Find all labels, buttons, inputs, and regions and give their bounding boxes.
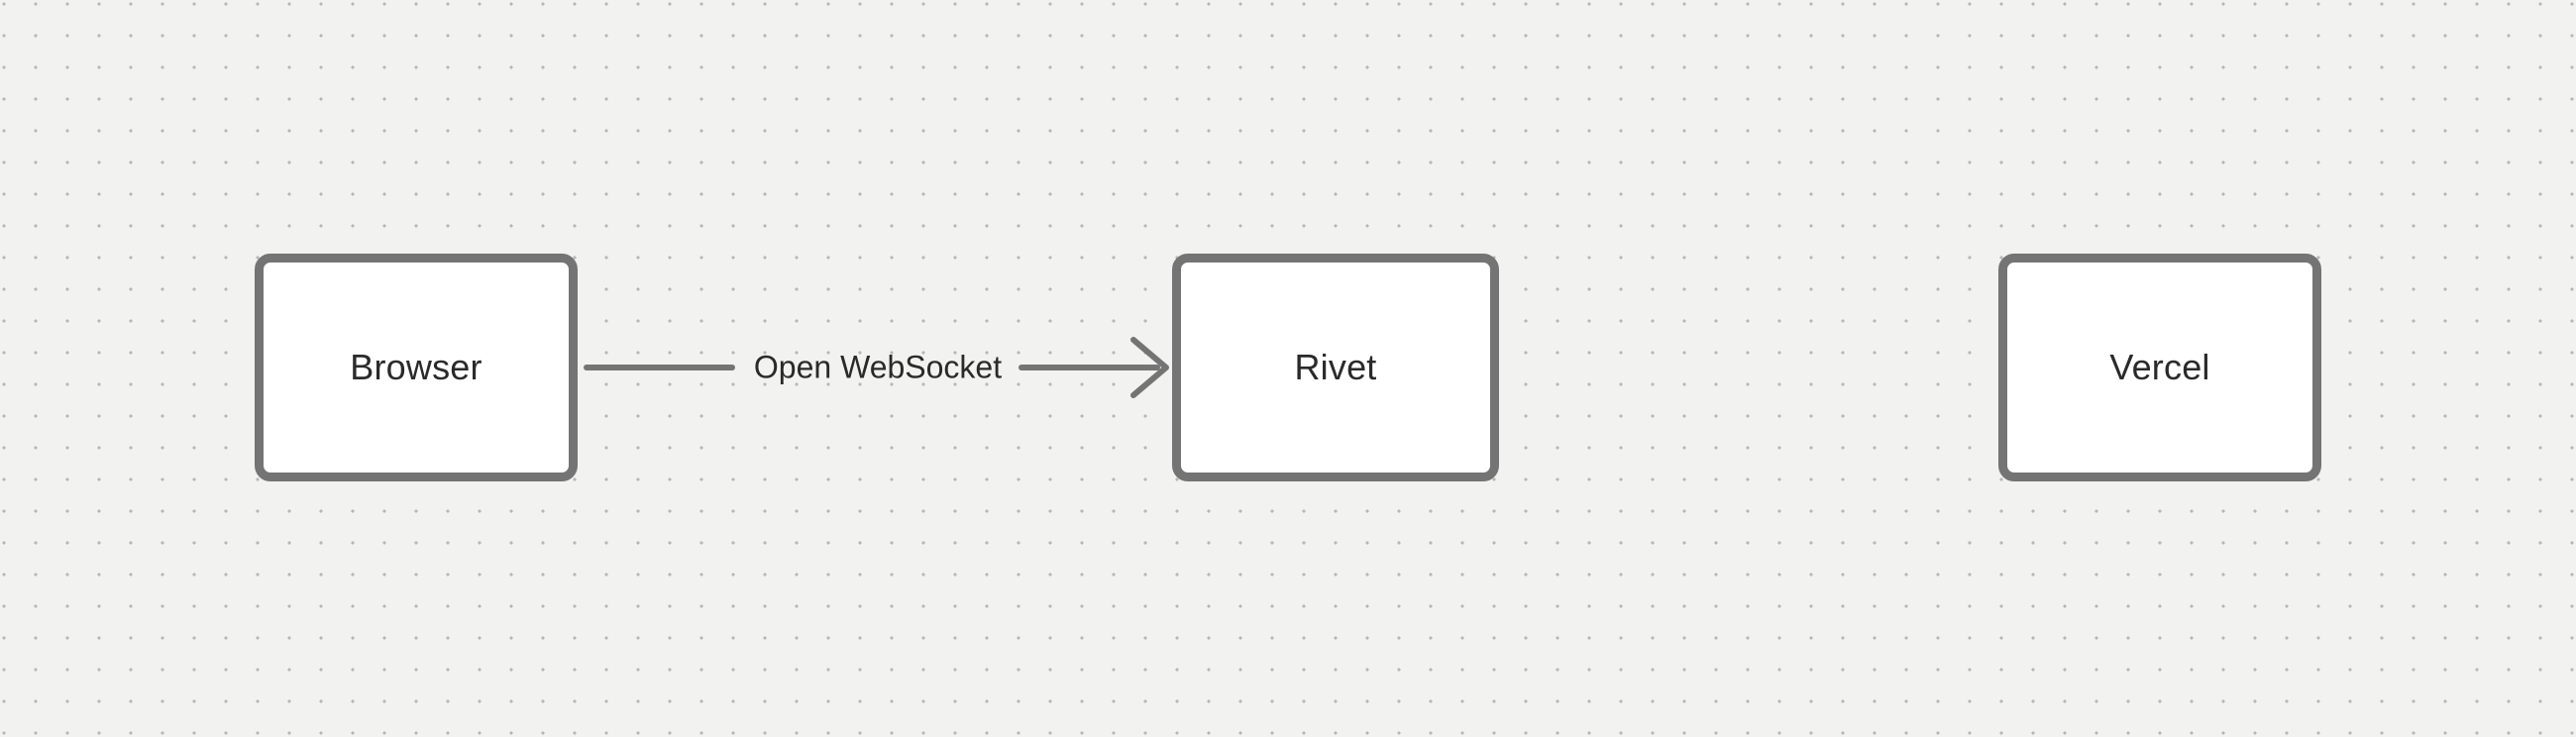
node-browser[interactable]: Browser [255, 254, 578, 481]
node-vercel[interactable]: Vercel [1998, 254, 2321, 481]
node-rivet-label: Rivet [1294, 347, 1377, 387]
edge-browser-rivet-label[interactable]: Open WebSocket [753, 349, 1003, 385]
arrowhead-icon [1130, 337, 1169, 398]
node-vercel-label: Vercel [2109, 347, 2210, 387]
node-rivet[interactable]: Rivet [1172, 254, 1499, 481]
node-browser-label: Browser [350, 347, 483, 387]
